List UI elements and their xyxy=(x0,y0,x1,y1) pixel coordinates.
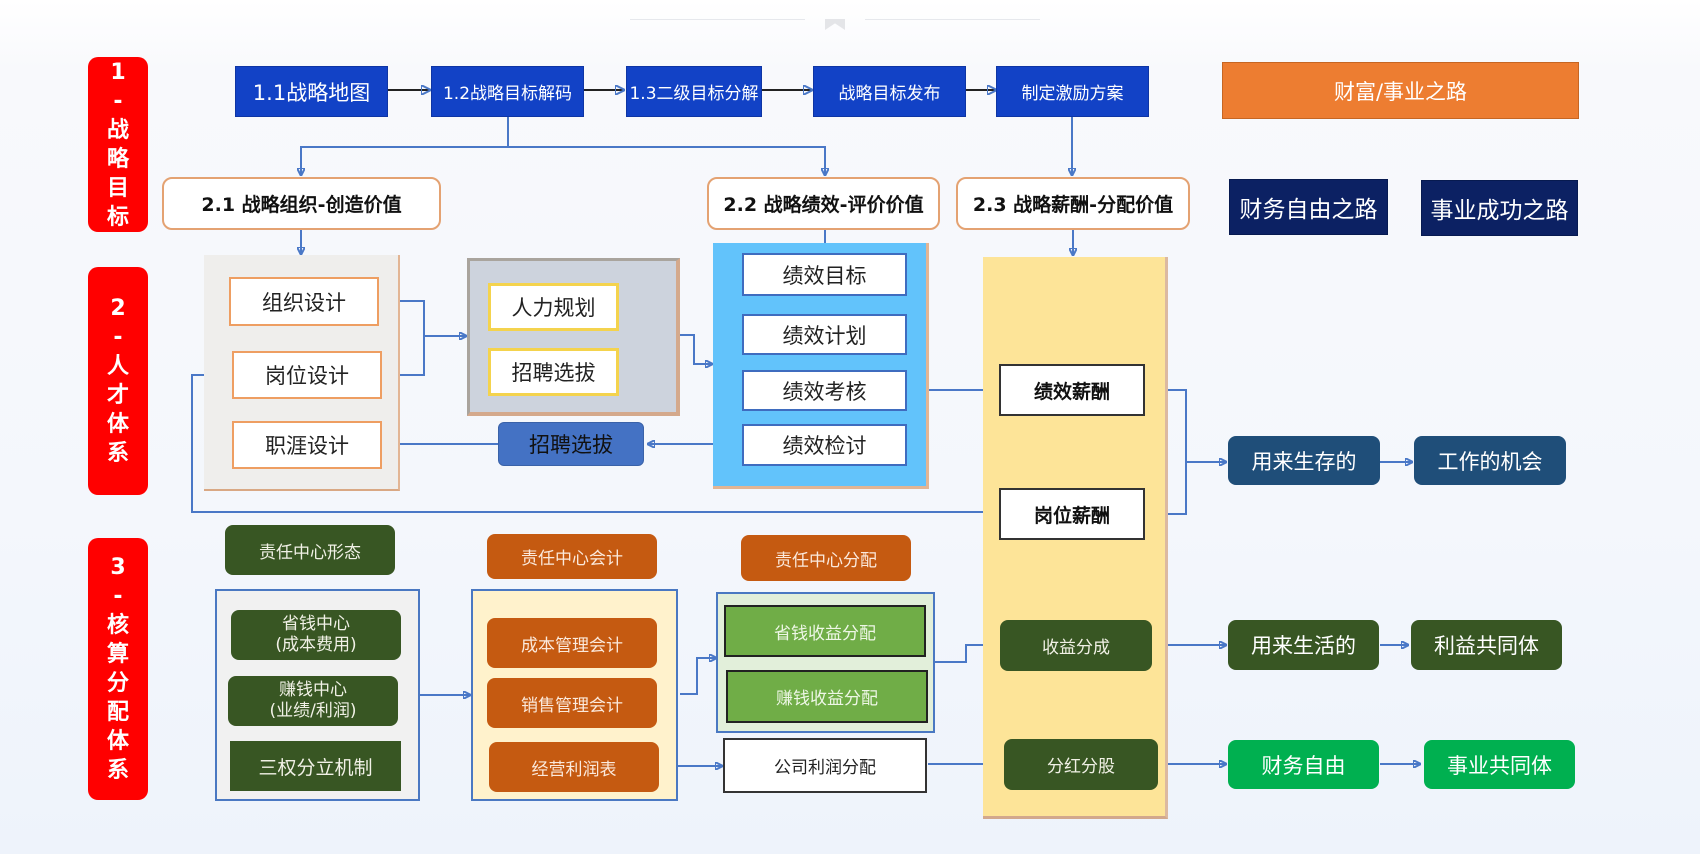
survive-box[interactable]: 用来生存的 xyxy=(1228,436,1380,485)
stage-3-label: 3 - 核算分配体系 xyxy=(88,538,148,800)
stage-char: 目 xyxy=(106,175,129,201)
career-design-box[interactable]: 职涯设计 xyxy=(232,421,382,469)
position-pay-box[interactable]: 岗位薪酬 xyxy=(999,488,1145,540)
perf-appraisal-box[interactable]: 绩效考核 xyxy=(742,370,907,411)
forms-title: 责任中心形态 xyxy=(225,525,395,575)
profit-center-sub: (业绩/利润) xyxy=(269,701,357,721)
section-performance-header[interactable]: 2.2 战略绩效-评价价值 xyxy=(707,177,940,230)
goal-release-box[interactable]: 战略目标发布 xyxy=(813,66,966,117)
perf-goal-box[interactable]: 绩效目标 xyxy=(742,253,907,296)
stage-char: 略 xyxy=(106,146,129,172)
dividend-box[interactable]: 分红分股 xyxy=(1004,739,1158,790)
cost-saving-dist-box[interactable]: 省钱收益分配 xyxy=(724,605,926,657)
stage-char: 1 xyxy=(110,59,126,85)
top-divider-left xyxy=(630,19,805,20)
stage-char: 标 xyxy=(106,204,129,230)
strategy-decode-box[interactable]: 1.2战略目标解码 xyxy=(431,66,584,117)
secondary-goal-box[interactable]: 1.3二级目标分解 xyxy=(626,66,762,117)
line-decode-split xyxy=(301,117,509,175)
org-design-box[interactable]: 组织设计 xyxy=(229,277,379,326)
profit-center-label: 赚钱中心 xyxy=(279,680,347,700)
strategy-map-box[interactable]: 1.1战略地图 xyxy=(235,66,388,117)
line-decode-to-perf xyxy=(508,146,825,175)
stage-char: 战 xyxy=(106,117,129,143)
cost-center-label: 省钱中心 xyxy=(282,614,350,634)
stage-char: 3 xyxy=(110,555,126,580)
section-compensation-header[interactable]: 2.3 战略薪酬-分配价值 xyxy=(956,177,1190,230)
interest-community-box[interactable]: 利益共同体 xyxy=(1411,620,1562,670)
line-acct-to-dist xyxy=(680,658,716,695)
stage-char: - xyxy=(113,584,123,609)
job-opportunity-box[interactable]: 工作的机会 xyxy=(1414,436,1566,485)
hr-planning-box[interactable]: 人力规划 xyxy=(488,283,619,331)
recruit-select-box[interactable]: 招聘选拔 xyxy=(488,348,619,396)
stage-char: 配 xyxy=(106,700,129,725)
operating-profit-box[interactable]: 经营利润表 xyxy=(489,742,659,792)
sales-acct-box[interactable]: 销售管理会计 xyxy=(487,678,657,728)
stage-char: - xyxy=(113,325,123,350)
collapse-handle[interactable] xyxy=(825,19,845,30)
perf-review-box[interactable]: 绩效检讨 xyxy=(742,424,907,466)
profit-center-box[interactable]: 赚钱中心 (业绩/利润) xyxy=(228,676,398,726)
performance-pay-box[interactable]: 绩效薪酬 xyxy=(999,364,1145,416)
wealth-path-banner[interactable]: 财富/事业之路 xyxy=(1222,62,1579,119)
cost-center-box[interactable]: 省钱中心 (成本费用) xyxy=(231,610,401,660)
line-hr-to-perf xyxy=(678,334,712,364)
stage-char: 核 xyxy=(106,613,129,638)
stage-char: 系 xyxy=(106,441,129,466)
recruit-select-button[interactable]: 招聘选拔 xyxy=(498,422,644,466)
cost-acct-box[interactable]: 成本管理会计 xyxy=(487,618,657,668)
stage-char: 人 xyxy=(106,354,129,379)
stage-char: 分 xyxy=(106,671,129,696)
section-org-header[interactable]: 2.1 战略组织-创造价值 xyxy=(162,177,441,230)
company-profit-box[interactable]: 公司利润分配 xyxy=(723,738,927,793)
stage-2-label: 2 - 人才体系 xyxy=(88,267,148,495)
financial-freedom-box[interactable]: 财务自由 xyxy=(1228,740,1379,789)
stage-char: - xyxy=(113,88,123,114)
incentive-plan-box[interactable]: 制定激励方案 xyxy=(996,66,1149,117)
top-divider-right xyxy=(865,19,1040,20)
profit-dist-box[interactable]: 赚钱收益分配 xyxy=(726,670,928,723)
perf-plan-box[interactable]: 绩效计划 xyxy=(742,314,907,355)
stage-char: 体 xyxy=(106,412,129,437)
financial-freedom-path[interactable]: 财务自由之路 xyxy=(1229,179,1388,235)
live-box[interactable]: 用来生活的 xyxy=(1228,620,1379,670)
position-design-box[interactable]: 岗位设计 xyxy=(232,351,382,399)
stage-char: 算 xyxy=(106,642,129,667)
stage-char: 体 xyxy=(106,729,129,754)
dist-title: 责任中心分配 xyxy=(741,535,911,581)
career-community-box[interactable]: 事业共同体 xyxy=(1424,740,1575,789)
three-powers-box[interactable]: 三权分立机制 xyxy=(230,741,401,791)
profit-share-box[interactable]: 收益分成 xyxy=(1000,620,1152,671)
stage-1-label: 1 - 战略目标 xyxy=(88,57,148,232)
stage-char: 2 xyxy=(110,296,126,321)
stage-char: 系 xyxy=(106,758,129,783)
cost-center-sub: (成本费用) xyxy=(275,635,357,655)
acct-title: 责任中心会计 xyxy=(487,534,657,579)
career-success-path[interactable]: 事业成功之路 xyxy=(1421,180,1578,236)
stage-char: 才 xyxy=(106,383,129,408)
